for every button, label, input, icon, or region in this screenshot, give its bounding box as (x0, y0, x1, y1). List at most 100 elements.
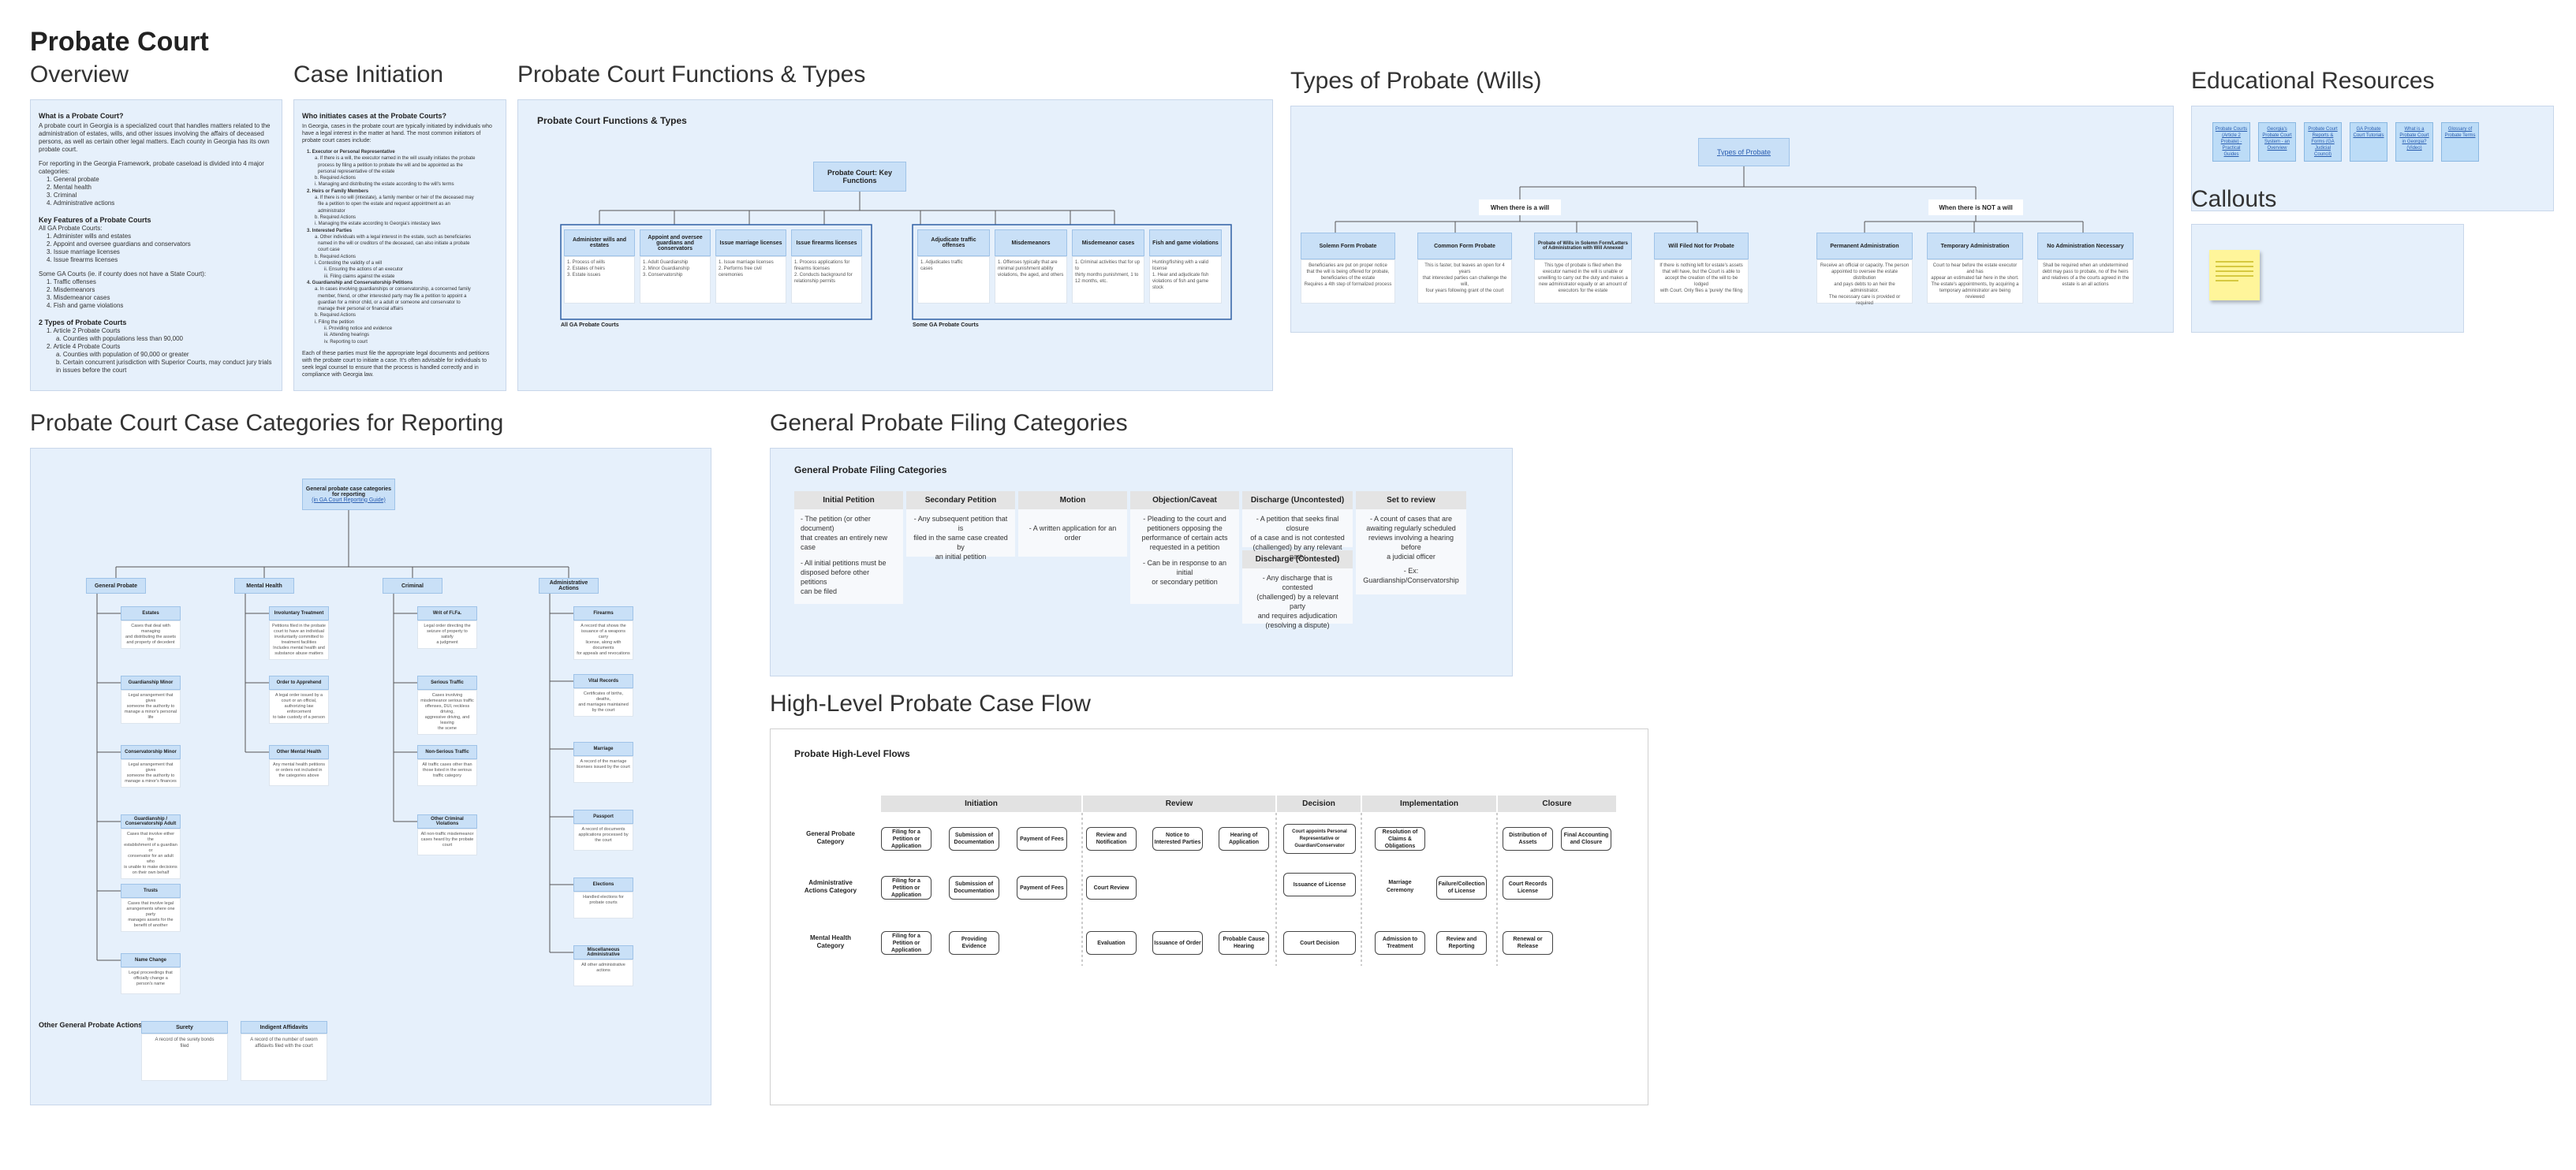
filing-column[interactable]: Initial Petition- The petition (or other… (794, 491, 903, 624)
category-item-title: Serious Traffic (417, 676, 477, 690)
filing-panel[interactable]: General Probate Filing Categories Initia… (770, 448, 1513, 676)
functions-panel[interactable]: Probate Court Functions & Types Probate … (517, 99, 1273, 391)
flow-step[interactable]: Court Records License (1503, 876, 1553, 900)
flow-step[interactable]: Review and Notification (1086, 827, 1137, 851)
functions-root[interactable]: Probate Court: Key Functions (813, 162, 906, 192)
flow-step[interactable]: Filing for a Petition or Application (881, 827, 931, 851)
flow-step[interactable]: Providing Evidence (949, 931, 999, 955)
flow-step[interactable]: Failure/Collection of License (1436, 876, 1487, 900)
flow-step[interactable]: Court appoints Personal Representative o… (1283, 824, 1356, 854)
flow-step[interactable]: Notice to Interested Parties (1152, 827, 1203, 851)
filing-columns: Initial Petition- The petition (or other… (794, 491, 1466, 629)
flow-step[interactable]: Court Review (1086, 876, 1137, 900)
flow-step[interactable]: Resolution of Claims & Obligations (1375, 827, 1425, 851)
overview-panel[interactable]: What is a Probate Court? A probate court… (30, 99, 282, 391)
flow-step[interactable]: Marriage Ceremony (1386, 880, 1414, 893)
filing-column[interactable]: Motion- A written application for an ord… (1018, 491, 1127, 624)
edu-link[interactable]: Probate Court Reports & Forms (GA Judici… (2304, 122, 2342, 162)
flow-step[interactable]: Review and Reporting (1436, 931, 1487, 955)
edu-link[interactable]: What is a Probate Court in Georgia? (Vid… (2395, 122, 2433, 162)
case-initiation-item: member, friend, or other interested part… (318, 293, 467, 299)
case-initiation-item: 1. Executor or Personal Representative (307, 150, 395, 155)
case-initiation-item: i. Managing and distributing the estate … (315, 182, 454, 188)
filing-column[interactable]: Set to review- A count of cases that are… (1356, 491, 1466, 624)
flow-step[interactable]: Issuance of License (1283, 873, 1356, 896)
edu-link[interactable]: Georgia's Probate Court System - an Over… (2258, 122, 2296, 162)
flow-step[interactable]: Distribution of Assets (1503, 827, 1553, 851)
wills-panel[interactable]: Types of Probate When there is a will Wh… (1290, 106, 2174, 333)
filing-column[interactable]: Objection/Caveat- Pleading to the court … (1130, 491, 1239, 624)
flow-step[interactable]: Submission of Documentation (949, 827, 999, 851)
flow-step[interactable]: Filing for a Petition or Application (881, 876, 931, 900)
flow-step[interactable]: Evaluation (1086, 931, 1137, 955)
flow-step[interactable]: Probable Cause Hearing (1219, 931, 1269, 955)
wills-root-link[interactable]: Types of Probate (1698, 138, 1790, 166)
flow-step[interactable]: Submission of Documentation (949, 876, 999, 900)
flow-step[interactable]: Court Decision (1283, 931, 1356, 955)
edu-link[interactable]: Probate Courts (Article 2 Probate) - Pra… (2212, 122, 2250, 162)
sticky-note[interactable] (2209, 250, 2260, 300)
edu-link[interactable]: GA Probate Court Tutorials (2350, 122, 2387, 162)
flow-step[interactable]: Admission to Treatment (1375, 931, 1425, 955)
flow-step[interactable]: Issuance of Order (1152, 931, 1203, 955)
flow-step[interactable]: Final Accounting and Closure (1561, 827, 1611, 851)
function-card[interactable]: Appoint and oversee guardians and conser… (640, 229, 711, 304)
flow-step[interactable]: Filing for a Petition or Application (881, 931, 931, 955)
edu-link[interactable]: Glossary of Probate Terms (2441, 122, 2479, 162)
will-type-card[interactable]: Probate of Wills in Solemn Form/Letters … (1534, 233, 1632, 304)
category-column-header[interactable]: Mental Health (234, 578, 294, 594)
filing-column[interactable]: Discharge (Uncontested)- A petition that… (1242, 491, 1353, 629)
flow-step[interactable]: Payment of Fees (1017, 827, 1067, 851)
filing-column[interactable]: Secondary Petition- Any subsequent petit… (906, 491, 1015, 624)
edu-panel[interactable]: Probate Courts (Article 2 Probate) - Pra… (2191, 106, 2554, 211)
flow-row-label: Mental Health Category (809, 934, 851, 949)
flow-step[interactable]: Payment of Fees (1017, 876, 1067, 900)
category-column-header[interactable]: Criminal (383, 578, 442, 594)
flow-step[interactable]: Renewal or Release (1503, 931, 1553, 955)
case-initiation-panel[interactable]: Who initiates cases at the Probate Court… (293, 99, 506, 391)
callouts-panel[interactable] (2191, 224, 2464, 333)
category-column-header[interactable]: General Probate (86, 578, 146, 594)
category-column-header[interactable]: Administrative Actions (539, 578, 599, 594)
flow-step[interactable]: Hearing of Application (1219, 827, 1269, 851)
flow-panel[interactable]: Probate High-Level Flows Initiation Revi… (770, 728, 1648, 1105)
